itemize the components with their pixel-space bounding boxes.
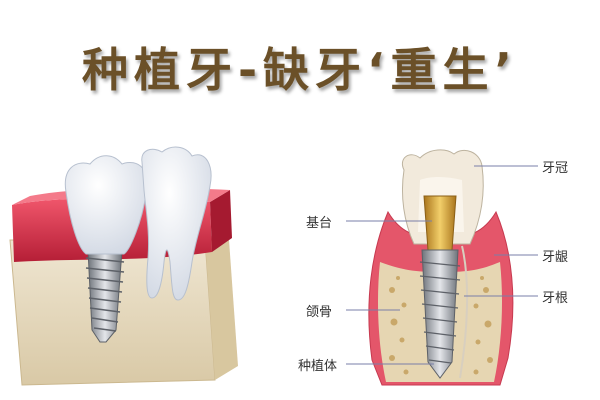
cross-section-implant <box>421 249 459 379</box>
label-bone: 颌骨 <box>306 305 333 320</box>
label-abutment: 基台 <box>306 216 333 231</box>
leader-lines <box>346 165 538 365</box>
label-root: 牙根 <box>542 291 569 306</box>
cross-section-diagram <box>368 149 514 386</box>
natural-tooth <box>141 146 212 301</box>
page-title: 种植牙-缺牙‘重生’ <box>81 43 519 97</box>
label-implant: 种植体 <box>298 359 338 374</box>
label-crown: 牙冠 <box>542 161 569 176</box>
label-gum: 牙龈 <box>542 250 569 265</box>
cross-section-abutment <box>423 195 457 251</box>
